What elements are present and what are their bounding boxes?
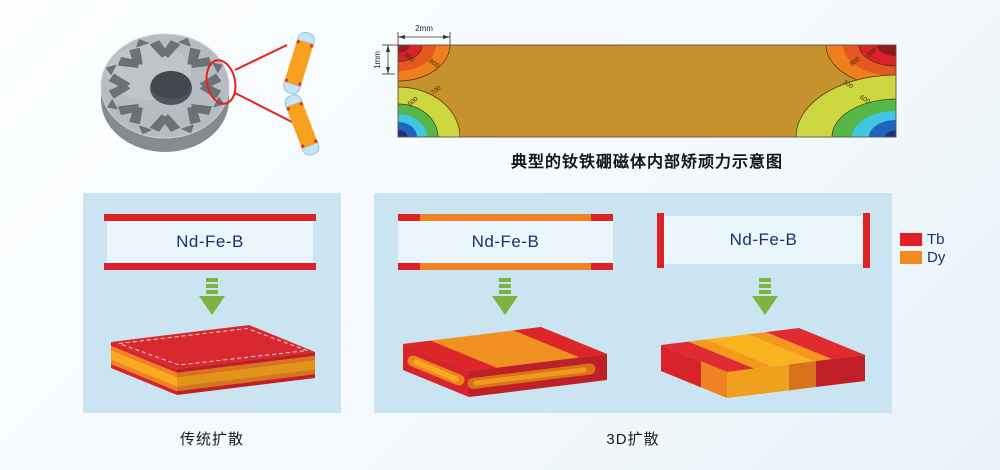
rotor-magnet-photo-figure bbox=[100, 31, 320, 156]
contour-group-top-left bbox=[398, 45, 451, 82]
leader-line-bottom bbox=[234, 92, 295, 124]
ndfeb-source-block: Nd-Fe-B bbox=[107, 221, 313, 263]
tb-end-segment bbox=[591, 214, 613, 221]
legend-label: Tb bbox=[927, 231, 945, 248]
slab-3d-stripe-result bbox=[661, 328, 865, 398]
contour-group-bottom-left bbox=[398, 86, 461, 137]
dimension-height-label: 1mm bbox=[373, 51, 382, 69]
tb-coating-top bbox=[104, 214, 316, 221]
dy-tb-coating-top bbox=[398, 214, 613, 221]
contour-value-labels: 900 800 700 600 900 800 700 600 bbox=[402, 46, 878, 107]
coercivity-contour-map: 900 800 700 600 900 800 700 600 2mm bbox=[373, 24, 897, 138]
legend: Tb Dy bbox=[900, 231, 946, 269]
ndfeb-label: Nd-Fe-B bbox=[729, 230, 798, 249]
arrow-down-icon bbox=[492, 278, 518, 315]
dy-tb-coating-bottom bbox=[398, 263, 613, 270]
tb-end-segment bbox=[398, 214, 420, 221]
dimension-width bbox=[397, 32, 451, 45]
dimension-height bbox=[382, 44, 398, 75]
arrow-down-icon bbox=[752, 278, 778, 315]
tb-end-segment bbox=[398, 263, 420, 270]
legend-item-tb: Tb bbox=[900, 231, 945, 248]
ndfeb-source-block: Nd-Fe-B bbox=[398, 221, 613, 263]
rotor-slots bbox=[105, 37, 225, 135]
zoom-highlight-circle bbox=[205, 59, 237, 105]
contour-label: 700 bbox=[841, 79, 854, 91]
map-border bbox=[397, 44, 897, 138]
tb-end-segment bbox=[591, 263, 613, 270]
legend-label: Dy bbox=[927, 249, 946, 266]
panel-3d-diffusion: Nd-Fe-B Nd-Fe-B bbox=[374, 193, 892, 413]
tb-coating-bottom bbox=[104, 263, 316, 270]
capsule-magnet-bottom bbox=[284, 94, 320, 156]
legend-item-dy: Dy bbox=[900, 249, 946, 266]
capsule-magnet-top bbox=[283, 31, 315, 95]
dimension-width-label: 2mm bbox=[415, 24, 433, 33]
tb-color-swatch bbox=[900, 233, 922, 246]
ndfeb-label: Nd-Fe-B bbox=[176, 232, 244, 251]
rotor-ring-photo bbox=[100, 33, 230, 152]
tb-coating-right-end bbox=[863, 213, 870, 268]
slab-traditional-result bbox=[111, 325, 315, 395]
contour-group-bottom-right bbox=[795, 74, 896, 137]
arrow-down-icon bbox=[199, 278, 225, 315]
map-caption: 典型的钕铁硼磁体内部矫顽力示意图 bbox=[510, 154, 783, 171]
label-3d-diffusion: 3D扩散 bbox=[606, 431, 660, 448]
panel-traditional-diffusion: Nd-Fe-B bbox=[83, 193, 341, 413]
ndfeb-source-block: Nd-Fe-B bbox=[657, 216, 870, 264]
leader-line-top bbox=[234, 44, 288, 71]
contour-label: 600 bbox=[858, 94, 871, 106]
label-traditional-diffusion: 传统扩散 bbox=[179, 431, 244, 448]
ndfeb-label: Nd-Fe-B bbox=[471, 232, 540, 251]
dy-color-swatch bbox=[900, 251, 922, 264]
slab-3d-core-result bbox=[403, 327, 607, 397]
tb-coating-left-end bbox=[657, 213, 664, 268]
